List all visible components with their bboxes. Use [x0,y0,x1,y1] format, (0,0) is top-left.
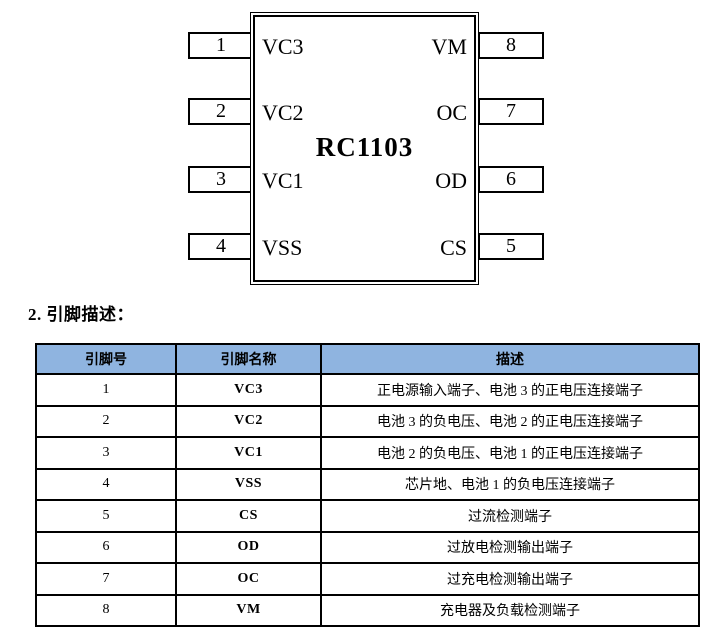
pin-box-5: 5 [478,233,544,260]
chip-part-number: RC1103 [315,132,414,162]
section-title: 2. 引脚描述： [28,305,134,324]
cell-description: 芯片地、电池 1 的负电压连接端子 [320,467,700,501]
pin-name-vc3: VC3 [262,34,304,59]
cell-description: 电池 3 的负电压、电池 2 的正电压连接端子 [320,404,700,438]
pin-name-oc: OC [436,100,467,125]
header-pin-name: 引脚名称 [175,343,322,375]
cell-pin-number: 2 [35,404,177,438]
table-row: 8 VM 充电器及负载检测端子 [35,593,700,627]
cell-pin-name: CS [175,499,322,533]
cell-pin-number: 8 [35,593,177,627]
cell-pin-number: 3 [35,436,177,470]
cell-pin-name: VC1 [175,436,322,470]
pin-box-1: 1 [188,32,254,59]
pin-box-4: 4 [188,233,254,260]
cell-pin-name: OC [175,562,322,596]
cell-pin-name: OD [175,530,322,564]
table-row: 7 OC 过充电检测输出端子 [35,562,700,596]
cell-description: 正电源输入端子、电池 3 的正电压连接端子 [320,373,700,407]
table-row: 6 OD 过放电检测输出端子 [35,530,700,564]
pin-box-7: 7 [478,98,544,125]
cell-pin-name: VC2 [175,404,322,438]
cell-pin-name: VSS [175,467,322,501]
cell-pin-number: 6 [35,530,177,564]
pin-box-3: 3 [188,166,254,193]
table-row: 4 VSS 芯片地、电池 1 的负电压连接端子 [35,467,700,501]
pin-name-od: OD [435,168,467,193]
cell-description: 充电器及负载检测端子 [320,593,700,627]
pin-name-vc2: VC2 [262,100,304,125]
cell-description: 过充电检测输出端子 [320,562,700,596]
pin-box-8: 8 [478,32,544,59]
table-row: 2 VC2 电池 3 的负电压、电池 2 的正电压连接端子 [35,404,700,438]
cell-pin-number: 4 [35,467,177,501]
cell-pin-number: 1 [35,373,177,407]
pin-name-vm: VM [431,34,467,59]
table-header-row: 引脚号 引脚名称 描述 [35,343,700,375]
cell-description: 过流检测端子 [320,499,700,533]
cell-pin-number: 5 [35,499,177,533]
table-row: 3 VC1 电池 2 的负电压、电池 1 的正电压连接端子 [35,436,700,470]
cell-pin-name: VC3 [175,373,322,407]
table-row: 1 VC3 正电源输入端子、电池 3 的正电压连接端子 [35,373,700,407]
table-row: 5 CS 过流检测端子 [35,499,700,533]
chip-pinout-diagram: 1 2 3 4 8 7 6 5 RC1103 VC3 VC2 VC1 VSS V… [188,12,544,286]
pin-name-vss: VSS [262,235,303,260]
chip-body: RC1103 VC3 VC2 VC1 VSS VM OC OD CS [250,12,479,285]
cell-description: 电池 2 的负电压、电池 1 的正电压连接端子 [320,436,700,470]
chip-body-inner: RC1103 VC3 VC2 VC1 VSS VM OC OD CS [253,15,476,282]
pin-box-6: 6 [478,166,544,193]
cell-pin-number: 7 [35,562,177,596]
pin-description-table: 引脚号 引脚名称 描述 1 VC3 正电源输入端子、电池 3 的正电压连接端子 … [35,343,700,627]
pin-box-2: 2 [188,98,254,125]
pin-name-vc1: VC1 [262,168,304,193]
pin-name-cs: CS [440,235,467,260]
cell-description: 过放电检测输出端子 [320,530,700,564]
cell-pin-name: VM [175,593,322,627]
header-pin-number: 引脚号 [35,343,177,375]
header-description: 描述 [320,343,700,375]
